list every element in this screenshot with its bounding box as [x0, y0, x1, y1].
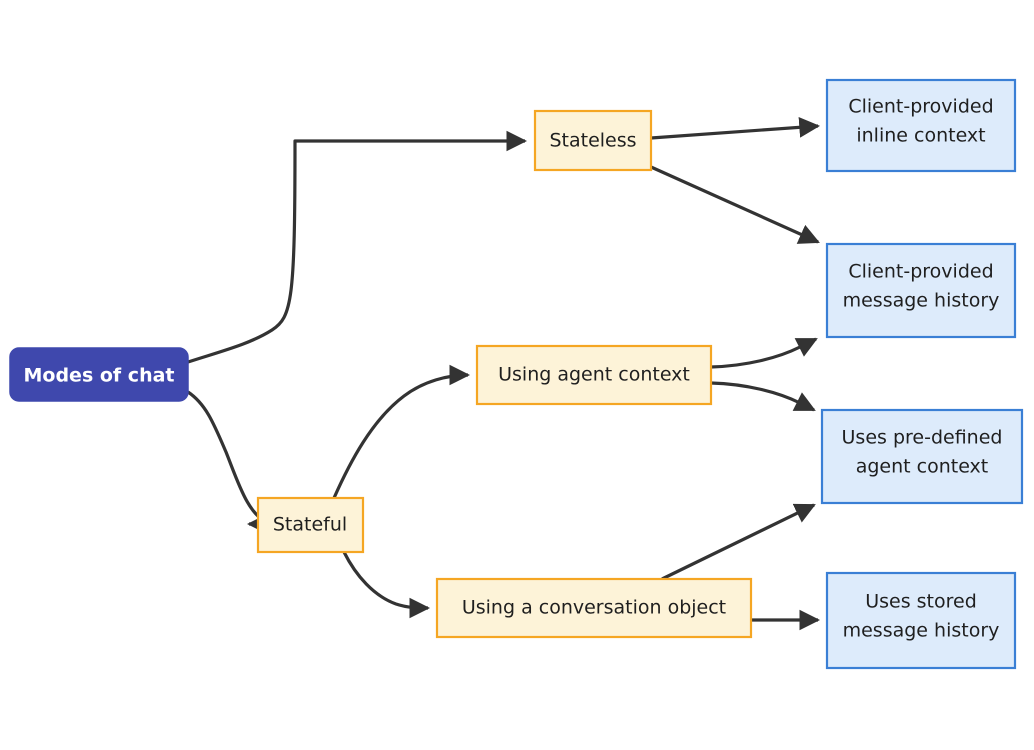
edge-layer [187, 116, 821, 631]
node-root[interactable]: Modes of chat [9, 347, 189, 402]
node-uses-pre-defined-agent-context-label-line2: agent context [856, 456, 989, 478]
node-uses-stored-message-history[interactable]: Uses stored message history [825, 571, 1017, 670]
node-client-provided-inline-context-label-line1: Client-provided [848, 96, 993, 118]
node-using-agent-context[interactable]: Using agent context [475, 344, 713, 406]
node-using-agent-context-shape[interactable] [475, 344, 713, 406]
node-client-provided-inline-context[interactable]: Client-provided inline context [825, 78, 1017, 173]
node-uses-pre-defined-agent-context-shape[interactable] [820, 408, 1024, 505]
edge-agentctx-to-predef [710, 381, 816, 412]
edge-stateful-to-agentctx [332, 364, 471, 499]
node-stateless[interactable]: Stateless [533, 109, 653, 172]
node-client-provided-inline-context-label-line2: inline context [856, 125, 985, 147]
node-using-agent-context-label: Using agent context [498, 364, 690, 386]
node-stateful-shape[interactable] [256, 496, 365, 554]
node-stateless-shape[interactable] [533, 109, 653, 172]
edge-root-to-stateless [187, 130, 528, 364]
node-using-conversation-object[interactable]: Using a conversation object [435, 577, 753, 639]
edge-agentctx-to-history [710, 337, 818, 369]
node-client-provided-message-history-shape[interactable] [825, 242, 1017, 339]
node-client-provided-message-history-label-line1: Client-provided [848, 261, 993, 283]
node-uses-stored-message-history-shape[interactable] [825, 571, 1017, 670]
node-root-label: Modes of chat [24, 365, 175, 387]
node-client-provided-inline-context-shape[interactable] [825, 78, 1017, 173]
node-client-provided-message-history[interactable]: Client-provided message history [825, 242, 1017, 339]
node-uses-pre-defined-agent-context-label-line1: Uses pre-defined [842, 427, 1003, 449]
node-uses-stored-message-history-label-line1: Uses stored [865, 591, 977, 613]
edge-stateless-to-history [650, 165, 820, 244]
node-root-shape[interactable] [9, 347, 189, 402]
node-using-conversation-object-shape[interactable] [435, 577, 753, 639]
node-uses-pre-defined-agent-context[interactable]: Uses pre-defined agent context [820, 408, 1024, 505]
node-stateless-label: Stateless [549, 130, 636, 152]
node-stateful[interactable]: Stateful [256, 496, 365, 554]
edge-convobj-to-predef [661, 503, 816, 581]
node-client-provided-message-history-label-line2: message history [843, 290, 1000, 312]
edge-stateful-to-convobj [342, 551, 431, 619]
node-layer: Modes of chat Stateless Stateful Using a… [9, 78, 1024, 670]
node-uses-stored-message-history-label-line2: message history [843, 620, 1000, 642]
edge-stateless-to-inline [650, 116, 821, 140]
node-using-conversation-object-label: Using a conversation object [462, 597, 726, 619]
node-stateful-label: Stateful [273, 514, 347, 536]
